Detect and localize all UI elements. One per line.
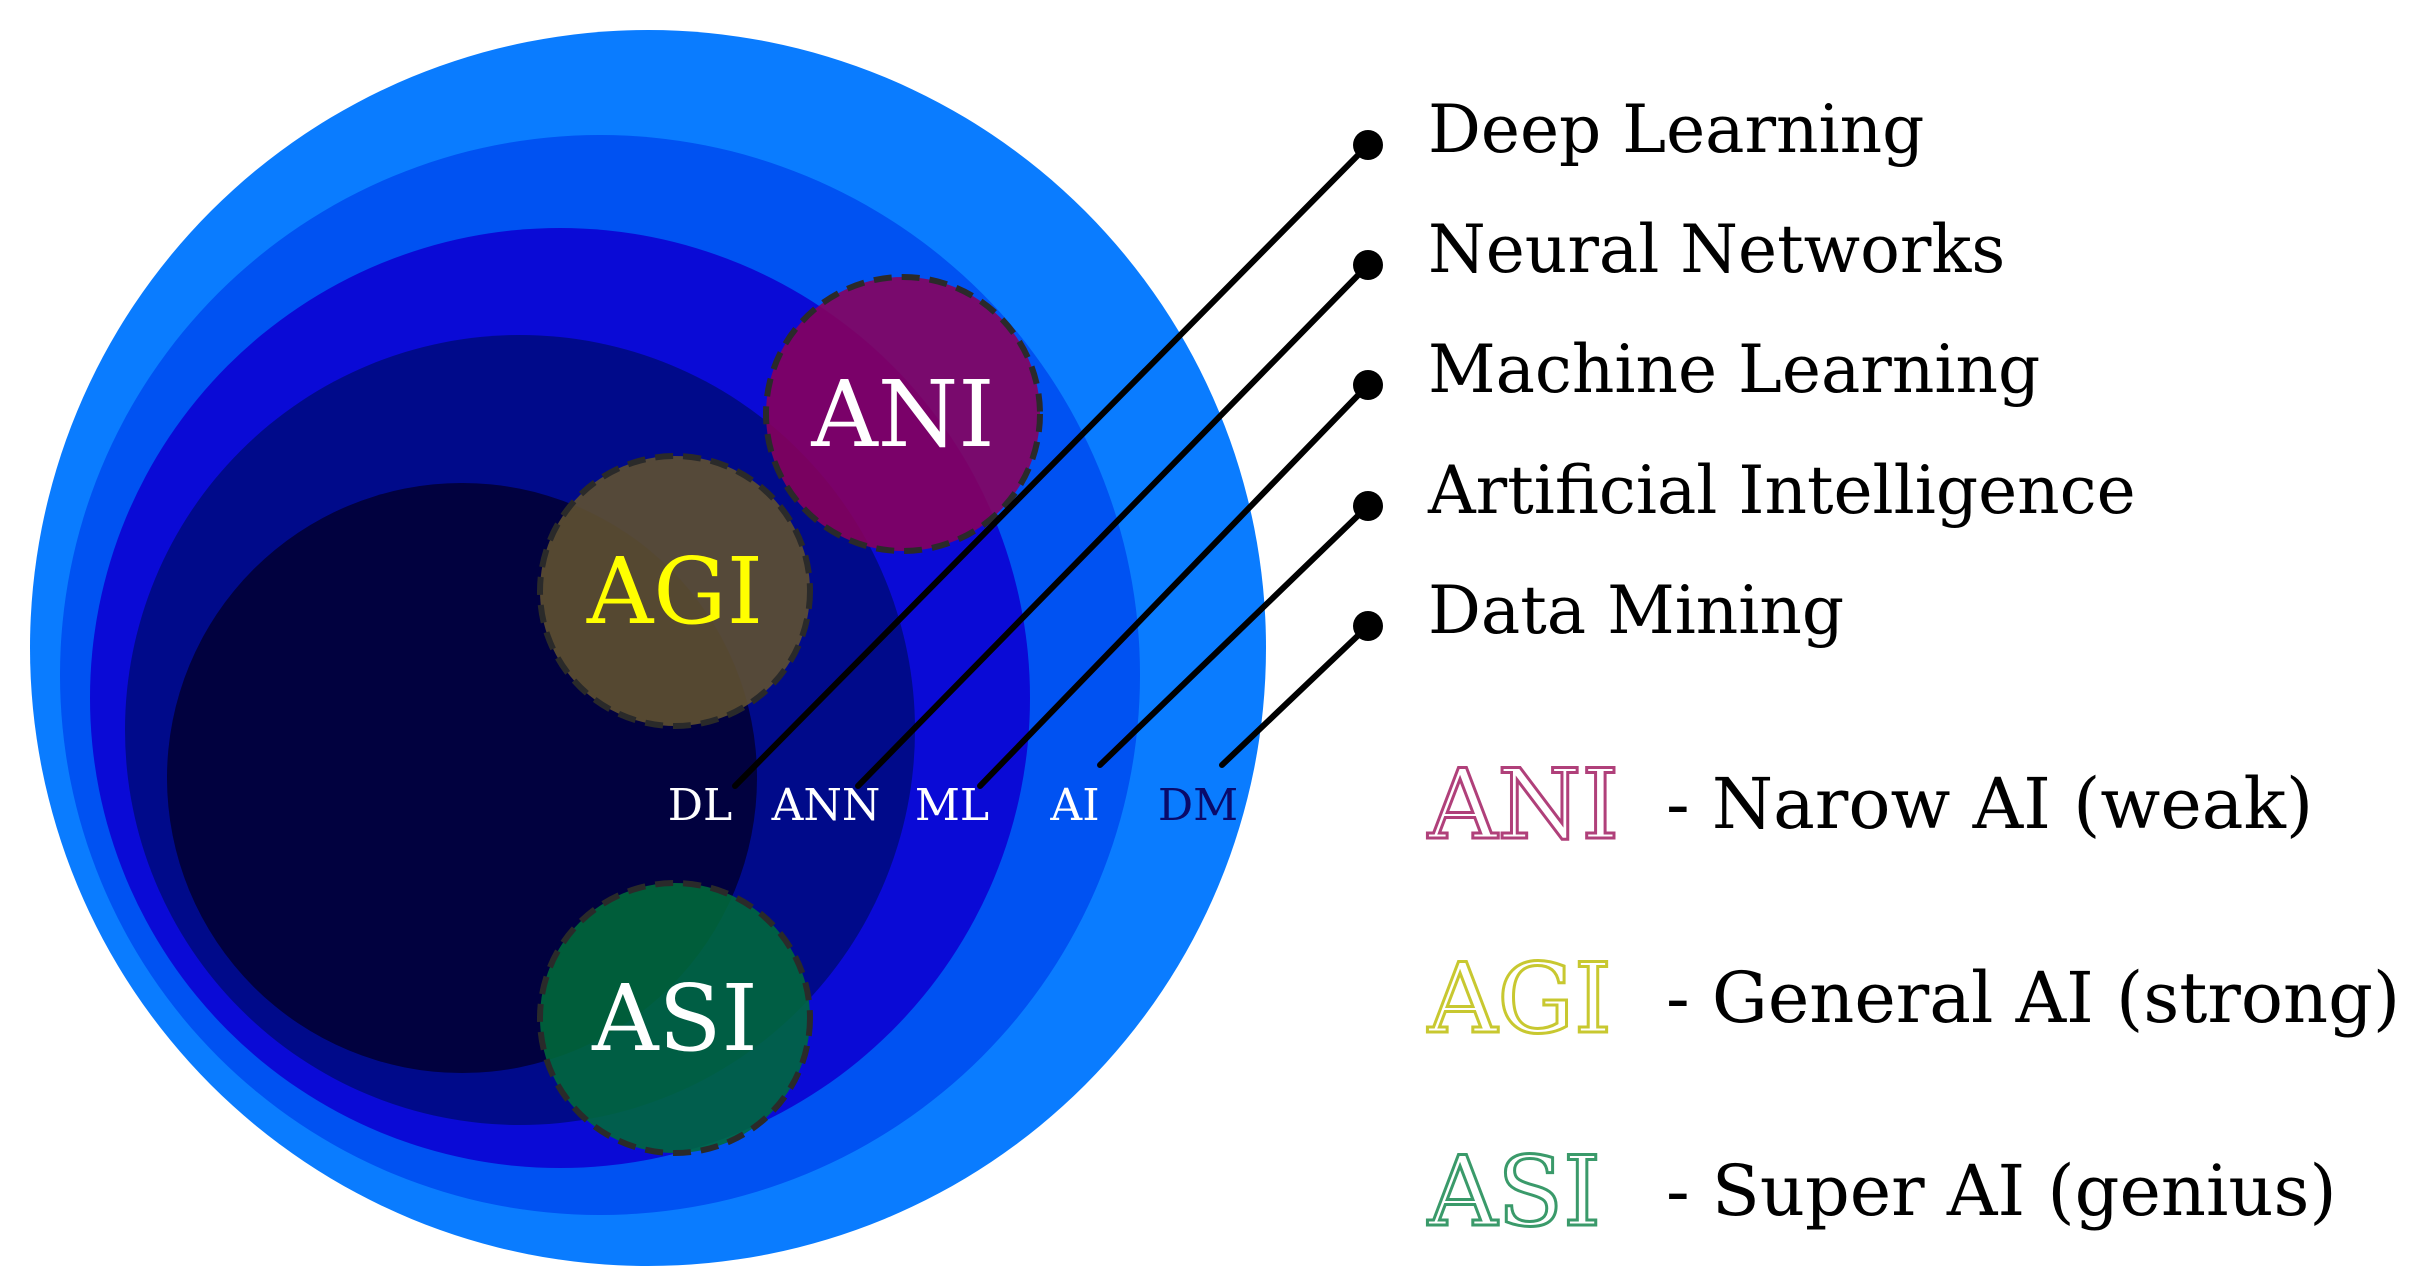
leader-lines — [732, 142, 1371, 789]
layer-labels: Deep Learning Neural Networks Machine Le… — [1427, 91, 2136, 649]
leader-line-neural-networks — [855, 262, 1371, 789]
abbr-ai: AI — [1049, 780, 1099, 831]
leader-dot-neural-networks — [1353, 250, 1383, 280]
abbr-ml: ML — [915, 780, 989, 831]
legend-def-ani: - Narow AI (weak) — [1666, 763, 2313, 845]
legend-row-ani: ANI - Narow AI (weak) — [1426, 748, 2314, 863]
agi-bubble: AGI — [537, 453, 813, 729]
leader-dot-data-mining — [1353, 611, 1383, 641]
legend-row-agi: AGI - General AI (strong) — [1426, 942, 2401, 1057]
leader-line-machine-learning — [977, 382, 1371, 789]
abbr-dm: DM — [1158, 780, 1238, 831]
leader-dots — [1353, 130, 1383, 641]
label-machine-learning: Machine Learning — [1428, 331, 2040, 408]
bubbles: ANI AGI ASI — [537, 274, 1043, 1156]
agi-bubble-label: AGI — [586, 538, 763, 645]
legend-row-asi: ASI - Super AI (genius) — [1426, 1135, 2337, 1250]
ani-bubble: ANI — [763, 274, 1043, 554]
legend-def-asi: - Super AI (genius) — [1666, 1150, 2337, 1232]
legend-def-agi: - General AI (strong) — [1666, 957, 2400, 1039]
legend-abbr-asi: ASI — [1427, 1136, 1601, 1248]
ai-type-legend: ANI - Narow AI (weak) AGI - General AI (… — [1426, 748, 2401, 1250]
agi-bubble-circle — [537, 453, 813, 729]
leader-line-artificial-intelligence — [1097, 503, 1371, 768]
leader-line-data-mining — [1219, 623, 1371, 768]
label-neural-networks: Neural Networks — [1428, 211, 2005, 288]
leader-dot-artificial-intelligence — [1353, 491, 1383, 521]
label-data-mining: Data Mining — [1428, 572, 1844, 649]
label-deep-learning: Deep Learning — [1428, 91, 1924, 168]
leader-line-deep-learning — [732, 142, 1371, 789]
asi-bubble: ASI — [537, 880, 813, 1156]
abbr-ann: ANN — [771, 780, 881, 831]
ani-bubble-label: ANI — [810, 361, 994, 468]
legend-abbr-ani: ANI — [1427, 749, 1619, 861]
abbr-dl: DL — [668, 780, 733, 831]
ani-bubble-circle — [763, 274, 1043, 554]
leader-dot-machine-learning — [1353, 370, 1383, 400]
asi-bubble-circle — [537, 880, 813, 1156]
layer-abbreviations: DL ANN ML AI DM — [668, 780, 1238, 831]
legend-abbr-agi: AGI — [1427, 943, 1612, 1055]
asi-bubble-label: ASI — [591, 965, 758, 1072]
label-artificial-intelligence: Artificial Intelligence — [1427, 452, 2136, 529]
leader-dot-deep-learning — [1353, 130, 1383, 160]
